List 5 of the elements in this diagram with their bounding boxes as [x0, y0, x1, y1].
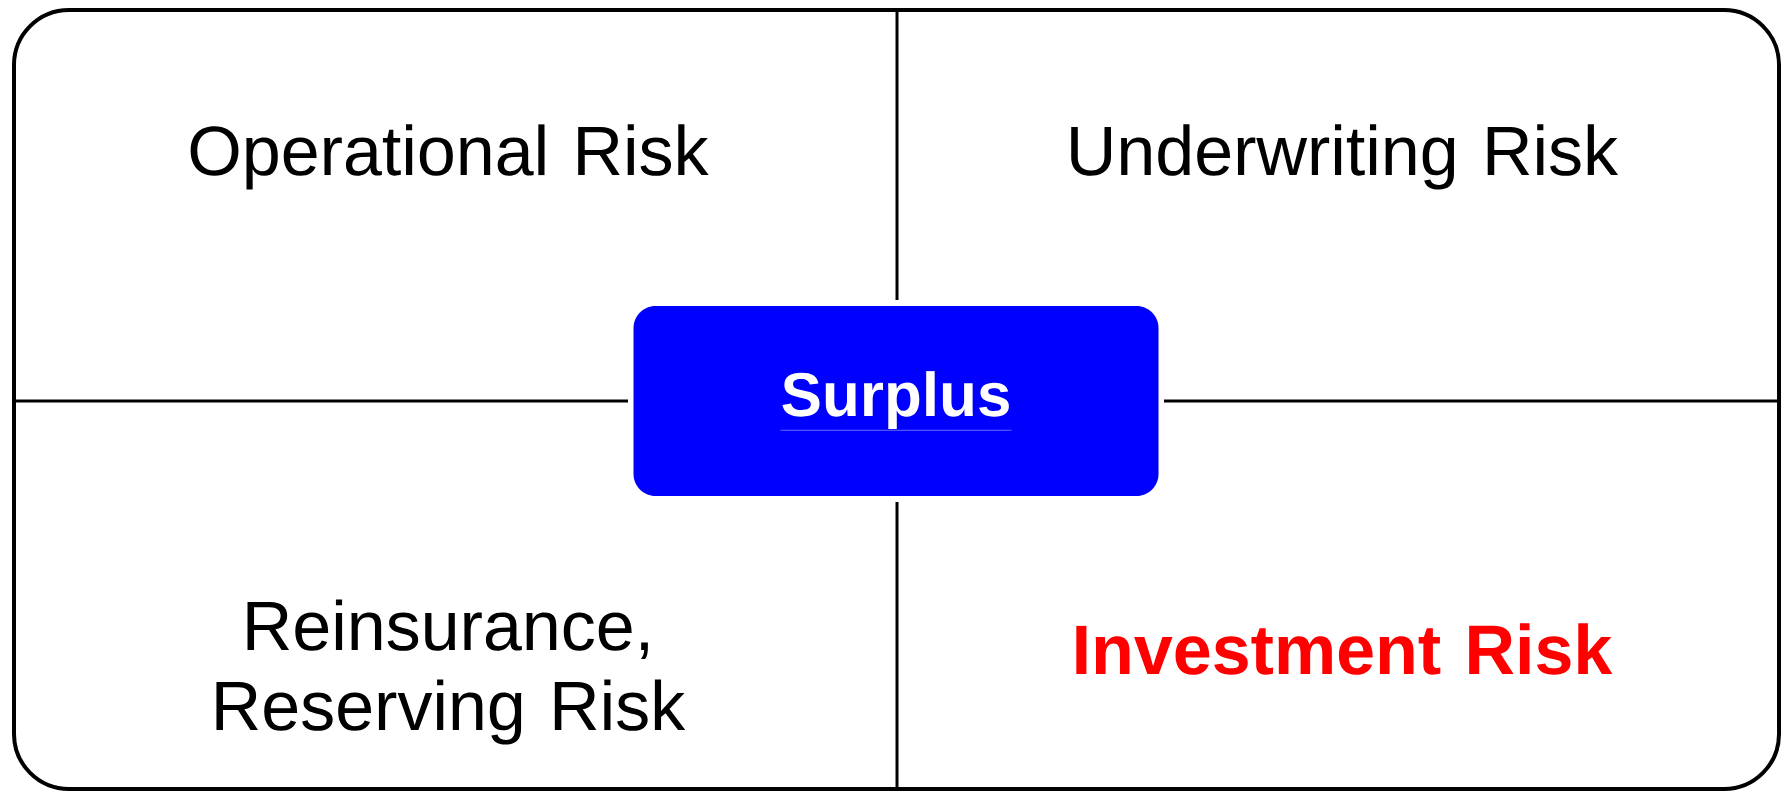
quadrant-label: Reinsurance, Reserving Risk — [216, 599, 686, 745]
quadrant-label: Operational Risk — [190, 124, 709, 190]
center-box: Surplus — [633, 306, 1159, 496]
quadrant-label: Investment Risk — [1076, 623, 1613, 675]
quadrant-label: Underwriting Risk — [1071, 124, 1619, 190]
